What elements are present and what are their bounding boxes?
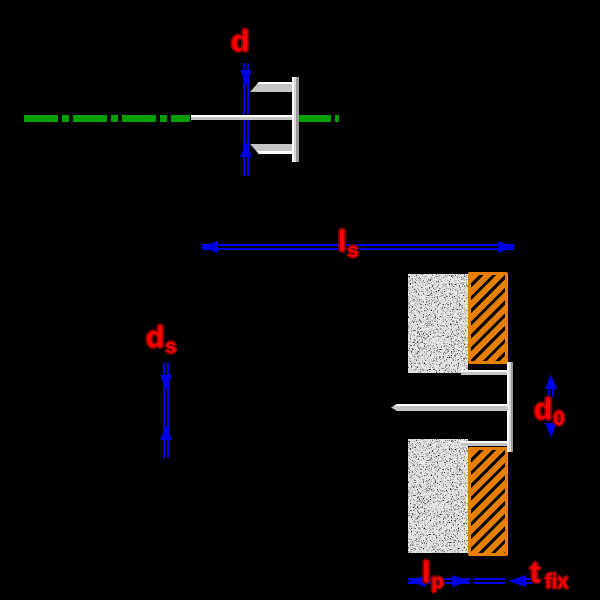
label-d0: d0 <box>534 393 565 431</box>
dim-d0-tail-top <box>548 387 554 397</box>
label-d: d <box>231 25 250 58</box>
label-ls: ls <box>338 225 359 263</box>
label-d0-main: d <box>534 393 553 426</box>
dim-ls-line <box>202 244 514 250</box>
label-ds-main: d <box>146 321 165 354</box>
dim-ds: ds <box>0 300 300 480</box>
concrete-base-top <box>408 274 468 373</box>
label-lp-main: l <box>422 556 431 589</box>
fixture-plate-bottom <box>468 447 508 556</box>
dim-d-arrow-down-icon <box>240 70 252 85</box>
label-ds-sub: s <box>165 336 177 358</box>
dim-ls: ls <box>0 220 600 280</box>
label-tfix-sub: fix <box>545 571 569 593</box>
screw-head-top <box>250 82 294 92</box>
screw-flange <box>292 77 299 162</box>
center-axis-line-right <box>297 115 339 122</box>
dim-ds-line <box>163 363 169 458</box>
dim-ds-arrow-up-icon <box>160 425 172 440</box>
label-tfix-main: t <box>530 556 540 589</box>
dim-ls-arrow-right-icon <box>498 241 516 253</box>
dim-lp-line <box>408 578 470 584</box>
drill-hole-top-edge <box>461 370 507 375</box>
screw-head-bottom <box>250 144 294 154</box>
center-axis-line-left <box>24 115 190 122</box>
drill-hole-bottom-edge <box>461 441 507 446</box>
dim-d0-arrow-up-icon <box>545 374 557 389</box>
fixture-plate-top <box>468 272 508 364</box>
label-ls-sub: s <box>347 240 359 262</box>
label-ds: ds <box>146 321 177 359</box>
dim-d0-arrow-down-icon <box>545 423 557 438</box>
label-lp-sub: p <box>431 571 444 593</box>
label-lp: lp <box>422 556 444 594</box>
dim-d-arrow-up-icon <box>240 142 252 157</box>
label-ls-main: l <box>338 225 347 258</box>
dim-lp-arrow-right-icon <box>452 575 470 587</box>
concrete-base-bottom <box>408 439 468 553</box>
dim-lp-arrow-left-icon <box>408 575 426 587</box>
screw-side-view: d <box>0 0 600 220</box>
dim-tfix-tail <box>526 578 532 584</box>
dim-tfix-arrow-icon <box>508 575 526 587</box>
dim-ds-arrow-down-icon <box>160 375 172 390</box>
dim-tfix-line <box>473 578 505 584</box>
screw-washer-section <box>507 362 513 452</box>
label-d0-sub: 0 <box>553 408 565 430</box>
dim-ls-arrow-left-icon <box>200 241 218 253</box>
screw-shaft <box>191 115 295 120</box>
screw-shaft-section <box>391 404 508 411</box>
